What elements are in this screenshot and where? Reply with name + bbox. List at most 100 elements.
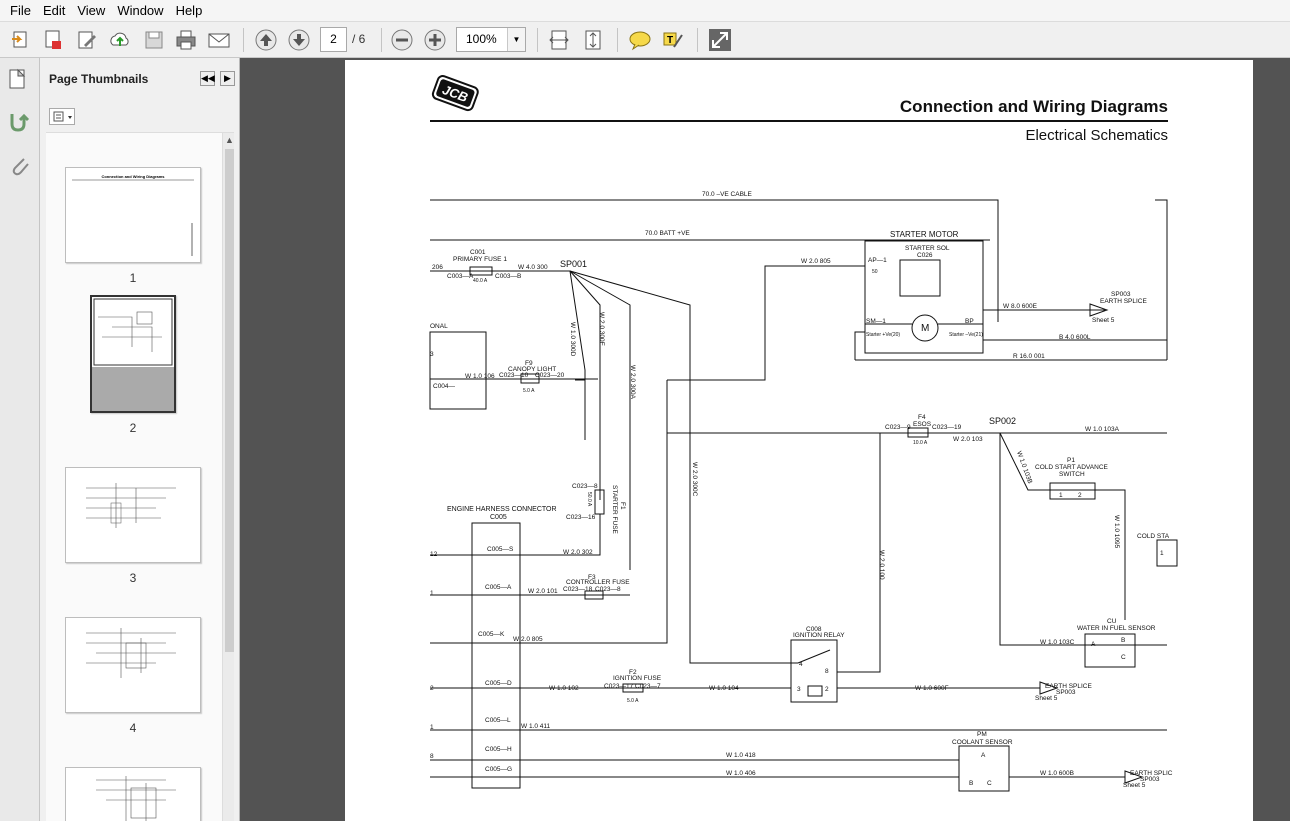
document-margin	[1253, 58, 1290, 821]
svg-text:T: T	[667, 35, 673, 46]
thumbnail-scrollbar[interactable]: ▲	[222, 133, 234, 821]
schematic-label: F2	[629, 669, 637, 676]
schematic-label: W 1.0 600F	[915, 685, 949, 692]
schematic-label: EARTH SPLICE	[1100, 298, 1148, 305]
menu-bar: File Edit View Window Help	[0, 0, 1290, 22]
menu-window[interactable]: Window	[117, 3, 164, 18]
collapse-panel-icon[interactable]: ◀◀	[200, 71, 215, 86]
schematic-label: WATER IN FUEL SENSOR	[1077, 625, 1156, 632]
chevron-up-icon[interactable]: ▲	[225, 135, 234, 145]
schematic-label: F3	[588, 574, 596, 581]
schematic-label: SP003	[1111, 291, 1131, 298]
menu-help[interactable]: Help	[175, 3, 203, 18]
thumbnail-page-3[interactable]	[65, 467, 201, 563]
page-up-icon[interactable]	[253, 27, 279, 53]
fit-width-icon[interactable]	[546, 27, 572, 53]
schematic-label: C003—B	[495, 273, 521, 280]
print-icon[interactable]	[173, 27, 199, 53]
schematic-label: W 1.0 411	[521, 723, 551, 730]
scrollbar-thumb[interactable]	[225, 149, 234, 652]
schematic-label: C023—10	[499, 372, 529, 379]
schematic-label: 1	[430, 590, 434, 597]
schematic-label: W 2.0 300E	[598, 312, 605, 347]
comment-icon[interactable]	[627, 27, 653, 53]
panel-title: Page Thumbnails	[49, 72, 149, 86]
schematic-label: 70.0 BATT +VE	[645, 230, 690, 237]
schematic-label: C004—	[433, 383, 456, 390]
thumbnail-page-5[interactable]	[65, 767, 201, 821]
jcb-logo: JCB	[430, 74, 480, 119]
schematic-label: Sheet 5	[1123, 782, 1146, 789]
menu-file[interactable]: File	[10, 3, 31, 18]
upload-cloud-icon[interactable]	[107, 27, 133, 53]
page-number-input[interactable]: 2	[320, 27, 347, 52]
schematic-label: ESOS	[913, 421, 932, 428]
open-icon[interactable]	[8, 27, 34, 53]
email-icon[interactable]	[206, 27, 232, 53]
edit-icon[interactable]	[74, 27, 100, 53]
schematic-label: W 2.0 103	[953, 436, 983, 443]
schematic-label: 12	[430, 551, 438, 558]
thumbnail-list: Connection and Wiring Diagrams 1 2 3 4 ▲	[46, 132, 234, 821]
menu-edit[interactable]: Edit	[42, 3, 66, 18]
schematic-label: ENGINE HARNESS CONNECTOR	[447, 506, 557, 513]
schematic-label: PM	[977, 731, 987, 738]
zoom-in-icon[interactable]	[422, 27, 448, 53]
schematic-label: STARTER SOL	[905, 245, 950, 252]
zoom-select[interactable]: 100% ▼	[456, 27, 526, 52]
page-title: Connection and Wiring Diagrams	[899, 97, 1168, 116]
schematic-label: BP	[965, 318, 974, 325]
schematic-label: W 1.0 102	[549, 685, 579, 692]
thumbnail-page-4[interactable]	[65, 617, 201, 713]
expand-icon[interactable]	[707, 27, 733, 53]
expand-panel-icon[interactable]: ▶	[220, 71, 235, 86]
schematic-label: W 1.0 300D	[569, 322, 576, 357]
schematic-label: C023—17	[604, 683, 634, 690]
schematic-label: CU	[1107, 618, 1117, 625]
thumbnail-page-2[interactable]	[90, 295, 176, 413]
schematic-label: IGNITION RELAY	[793, 632, 845, 639]
schematic-label: A	[981, 752, 986, 759]
schematic-label: C005—S	[487, 546, 514, 553]
schematic-label: C008	[806, 626, 822, 633]
page-down-icon[interactable]	[286, 27, 312, 53]
attachments-icon[interactable]	[8, 154, 32, 183]
navigation-rail	[0, 58, 40, 821]
toolbar: 2 / 6 100% ▼ T	[0, 22, 1290, 58]
schematic-label: 10.0 A	[913, 440, 928, 446]
save-icon[interactable]	[141, 27, 167, 53]
create-pdf-icon[interactable]	[40, 27, 66, 53]
schematic-label: F9	[525, 360, 533, 367]
page-thumbnails-icon[interactable]	[8, 68, 30, 97]
schematic-label: F1	[619, 502, 626, 510]
schematic-label: STARTER FUSE	[611, 485, 618, 535]
schematic-label: B 4.0 600L	[1059, 334, 1091, 341]
thumbnail-options-icon[interactable]	[49, 108, 75, 125]
menu-view[interactable]: View	[77, 3, 106, 18]
schematic-label: W 2.0 302	[563, 549, 593, 556]
wiring-schematic: 70.0 –VE CABLE 70.0 BATT +VE C001 PRIMAR…	[429, 191, 1178, 792]
schematic-label: C	[1121, 654, 1126, 661]
chevron-down-icon[interactable]: ▼	[507, 28, 525, 51]
schematic-label: C023—7	[635, 683, 661, 690]
fit-page-icon[interactable]	[580, 27, 606, 53]
document-page: JCB Connection and Wiring Diagrams Elect…	[345, 60, 1253, 821]
zoom-out-icon[interactable]	[389, 27, 415, 53]
schematic-label: 1	[430, 724, 434, 731]
schematic-label: 8	[825, 668, 829, 675]
schematic-label: STARTER MOTOR	[890, 230, 959, 239]
schematic-label: C023—8	[572, 483, 598, 490]
schematic-label: W 1.0 600B	[1040, 770, 1074, 777]
schematic-label: W 1.0 406	[726, 770, 756, 777]
thumbnail-label: 1	[129, 271, 137, 285]
sign-icon[interactable]: T	[660, 27, 686, 53]
schematic-label: A	[1091, 641, 1096, 648]
zoom-value: 100%	[466, 32, 497, 46]
schematic-label: C	[987, 780, 992, 787]
signatures-icon[interactable]	[8, 110, 32, 139]
schematic-label: W 2.0 300A	[629, 365, 636, 400]
thumbnail-page-1[interactable]: Connection and Wiring Diagrams	[65, 167, 201, 263]
schematic-label: CANOPY LIGHT	[508, 366, 556, 373]
schematic-label: C005—D	[485, 680, 512, 687]
schematic-label: W 2.0 805	[801, 258, 831, 265]
